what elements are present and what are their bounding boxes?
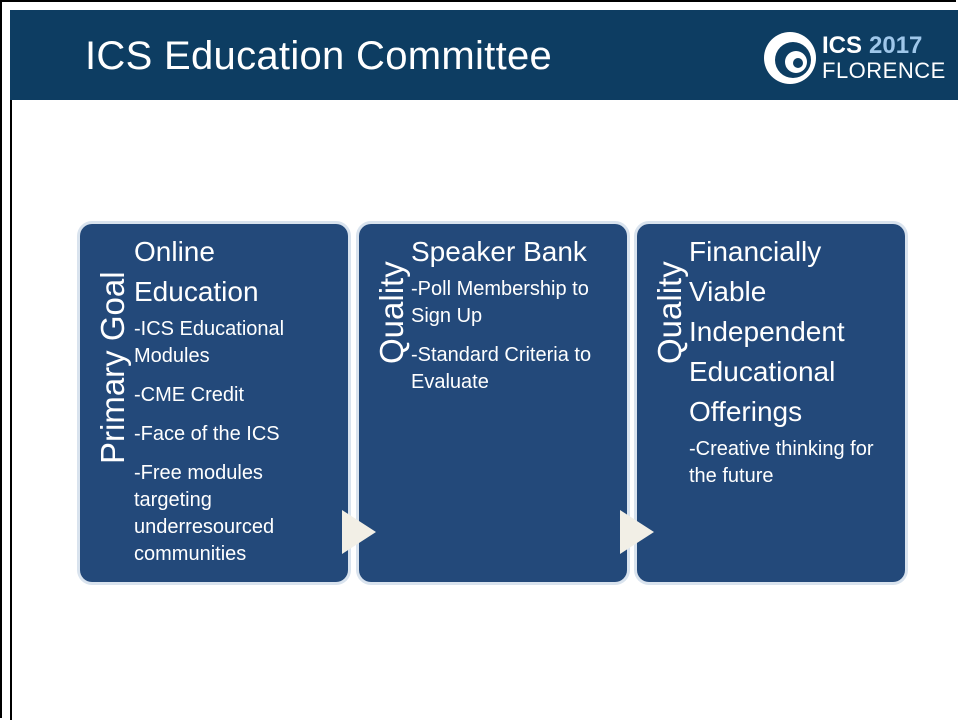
card-online-education: Primary Goal Online Education -ICS Educa… xyxy=(80,224,348,582)
process-arrow-icon xyxy=(620,510,654,554)
ics-2017-logo: ICS 2017 FLORENCE xyxy=(762,28,958,88)
card-item: -Face of the ICS xyxy=(134,423,280,445)
title-bar: ICS Education Committee ICS 2017 FLORENC… xyxy=(10,10,958,100)
card-item: -Free modules targeting underresourced c… xyxy=(134,462,275,565)
card-speaker-bank: Quality Speaker Bank -Poll Membership to… xyxy=(359,224,627,582)
logo-ics-text: ICS xyxy=(822,32,863,59)
card-heading: Speaker Bank xyxy=(411,236,587,267)
card-heading: Financially Viable Independent Education… xyxy=(689,236,845,427)
card-item: -Creative thinking for the future xyxy=(689,438,874,487)
left-border xyxy=(10,100,12,720)
card-body: Speaker Bank -Poll Membership to Sign Up… xyxy=(411,232,617,408)
card-item: -Standard Criteria to Evaluate xyxy=(411,344,592,393)
card-financially-viable: Quality Financially Viable Independent E… xyxy=(637,224,905,582)
card-item: -Poll Membership to Sign Up xyxy=(411,278,589,327)
card-body: Financially Viable Independent Education… xyxy=(689,232,895,502)
card-item: -ICS Educational Modules xyxy=(134,318,285,367)
process-arrow-icon xyxy=(342,510,376,554)
logo-emblem-icon xyxy=(764,32,816,84)
slide-title: ICS Education Committee xyxy=(85,34,553,78)
card-side-label: Quality xyxy=(651,261,688,364)
card-side-label: Primary Goal xyxy=(94,271,131,464)
logo-city-text: FLORENCE xyxy=(822,58,946,83)
logo-year-text: 2017 xyxy=(869,32,923,59)
card-heading: Online Education xyxy=(134,236,259,307)
card-side-label: Quality xyxy=(373,261,410,364)
card-item: -CME Credit xyxy=(134,384,245,406)
card-body: Online Education -ICS Educational Module… xyxy=(134,232,338,580)
